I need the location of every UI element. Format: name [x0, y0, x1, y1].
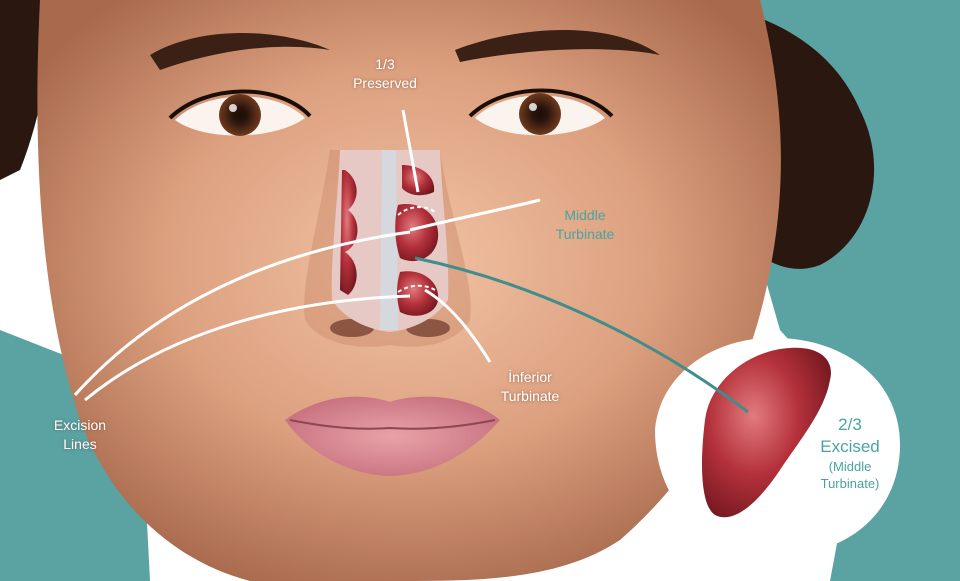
septum: [380, 150, 398, 330]
label-preserved-word: Preserved: [345, 74, 425, 93]
label-middle-turbinate-line2: Turbinate: [535, 225, 635, 244]
label-inferior-turbinate-line2: Turbinate: [485, 387, 575, 406]
label-excised-fraction: 2/3: [800, 414, 900, 436]
label-excision-line2: Lines: [40, 435, 120, 454]
label-preserved-fraction: 1/3: [345, 55, 425, 74]
nasal-cavity-cutaway: [332, 150, 449, 332]
label-middle-turbinate: Middle Turbinate: [535, 206, 635, 244]
label-middle-turbinate-line1: Middle: [535, 206, 635, 225]
label-excision-lines: Excision Lines: [40, 416, 120, 454]
label-preserved: 1/3 Preserved: [345, 55, 425, 93]
label-excised: 2/3 Excised (Middle Turbinate): [800, 414, 900, 492]
label-inferior-turbinate: İnferior Turbinate: [485, 368, 575, 406]
label-excised-word: Excised: [800, 436, 900, 458]
label-excised-note-line1: (Middle: [800, 458, 900, 475]
label-excised-note-line2: Turbinate): [800, 475, 900, 492]
turbinate-tissue-left: [340, 170, 357, 295]
label-inferior-turbinate-line1: İnferior: [485, 368, 575, 387]
label-excision-line1: Excision: [40, 416, 120, 435]
